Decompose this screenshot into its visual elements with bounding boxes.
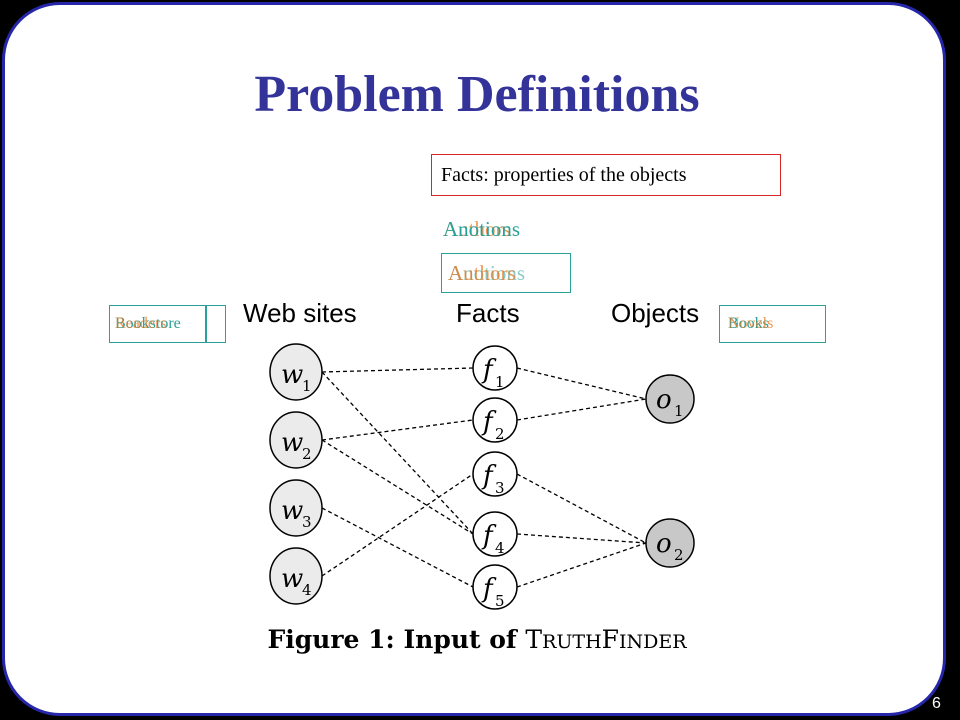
slide: Problem Definitions Facts: properties of… — [2, 2, 946, 716]
edge-f4-o2 — [516, 533, 647, 544]
website-node-symbol: w — [281, 496, 303, 526]
books-callout-box: Books Novels — [719, 305, 826, 343]
edge-w4-f3 — [321, 473, 474, 577]
edge-layer — [321, 367, 647, 588]
edge-w1-f1 — [321, 367, 474, 373]
slide-title: Problem Definitions — [254, 66, 700, 123]
fact-node-f1: f 1 — [472, 345, 518, 391]
fact-node-subscript: 4 — [495, 539, 505, 557]
fact-node-circle — [472, 564, 518, 610]
authors-box-label-teal: Anotions — [448, 261, 526, 285]
edge-w2-f4 — [321, 439, 474, 535]
books-label-orange: Novels — [728, 315, 774, 332]
caption-prefix: Figure 1: Input of — [267, 625, 526, 654]
authors-callout-box: Anotions Authors — [441, 253, 571, 293]
object-node-subscript: 2 — [674, 546, 684, 564]
fact-node-subscript: 5 — [495, 592, 505, 610]
fact-node-circle — [472, 345, 518, 391]
object-node-circle — [645, 374, 695, 424]
bookstore-callout-box: Bookstore Readers — [109, 305, 226, 343]
website-node-circle — [269, 411, 323, 469]
website-node-circle — [269, 343, 323, 401]
website-node-w3: w 3 — [269, 479, 323, 537]
edge-w2-f2 — [321, 419, 474, 441]
bookstore-label-teal: Bookstore — [115, 315, 181, 332]
fact-node-circle — [472, 397, 518, 443]
fact-node-f4: f 4 — [472, 511, 518, 557]
caption-truthfinder-f: F — [601, 625, 619, 654]
fact-node-subscript: 1 — [495, 373, 505, 391]
website-node-symbol: w — [281, 564, 303, 594]
object-node-o1: o 1 — [645, 374, 695, 424]
authors-label-orange: Authors — [443, 217, 511, 241]
edge-f1-o1 — [516, 367, 647, 400]
object-node-o2: o 2 — [645, 518, 695, 568]
bookstore-box-divider — [205, 306, 207, 342]
website-node-subscript: 3 — [302, 513, 312, 531]
edge-f5-o2 — [516, 542, 647, 588]
fact-node-circle — [472, 451, 518, 497]
header-web-sites: Web sites — [243, 298, 357, 328]
fact-node-f3: f 3 — [472, 451, 518, 497]
website-node-w1: w 1 — [269, 343, 323, 401]
authors-box-label-orange: Authors — [448, 261, 516, 285]
website-node-symbol: w — [281, 360, 303, 390]
edge-w1-f4 — [321, 371, 474, 535]
header-objects: Objects — [611, 298, 699, 328]
website-node-w2: w 2 — [269, 411, 323, 469]
website-node-symbol: w — [281, 428, 303, 458]
fact-node-subscript: 2 — [495, 425, 505, 443]
bookstore-label-orange: Readers — [115, 315, 167, 332]
object-node-subscript: 1 — [674, 402, 684, 420]
website-node-circle — [269, 547, 323, 605]
caption-truthfinder-ruth: RUTH — [542, 631, 602, 653]
page-number: 6 — [932, 695, 941, 712]
fact-node-subscript: 3 — [495, 479, 505, 497]
facts-callout-box: Facts: properties of the objects — [431, 154, 781, 196]
object-node-circle — [645, 518, 695, 568]
edge-f3-o2 — [516, 473, 647, 544]
website-node-subscript: 4 — [302, 581, 312, 599]
object-node-symbol: o — [656, 529, 672, 559]
figure-caption: Figure 1: Input of TRUTHFINDER — [5, 622, 943, 660]
website-node-w4: w 4 — [269, 547, 323, 605]
fact-node-circle — [472, 511, 518, 557]
truthfinder-graph: Web sites Facts Objects w 1 w 2 w 3 w 4 … — [243, 298, 699, 610]
object-node-symbol: o — [656, 385, 672, 415]
fact-node-f5: f 5 — [472, 564, 518, 610]
website-node-subscript: 2 — [302, 445, 312, 463]
books-label-teal: Books — [728, 315, 769, 332]
caption-truthfinder-t: T — [525, 625, 543, 654]
header-facts: Facts — [456, 298, 520, 328]
facts-callout-text: Facts: properties of the objects — [441, 164, 687, 186]
edge-w3-f5 — [321, 507, 474, 588]
authors-label-teal: Anotions — [443, 217, 521, 241]
website-node-subscript: 1 — [302, 377, 312, 395]
fact-node-f2: f 2 — [472, 397, 518, 443]
caption-truthfinder-inder: INDER — [619, 631, 687, 653]
edge-f2-o1 — [516, 398, 647, 421]
website-node-circle — [269, 479, 323, 537]
